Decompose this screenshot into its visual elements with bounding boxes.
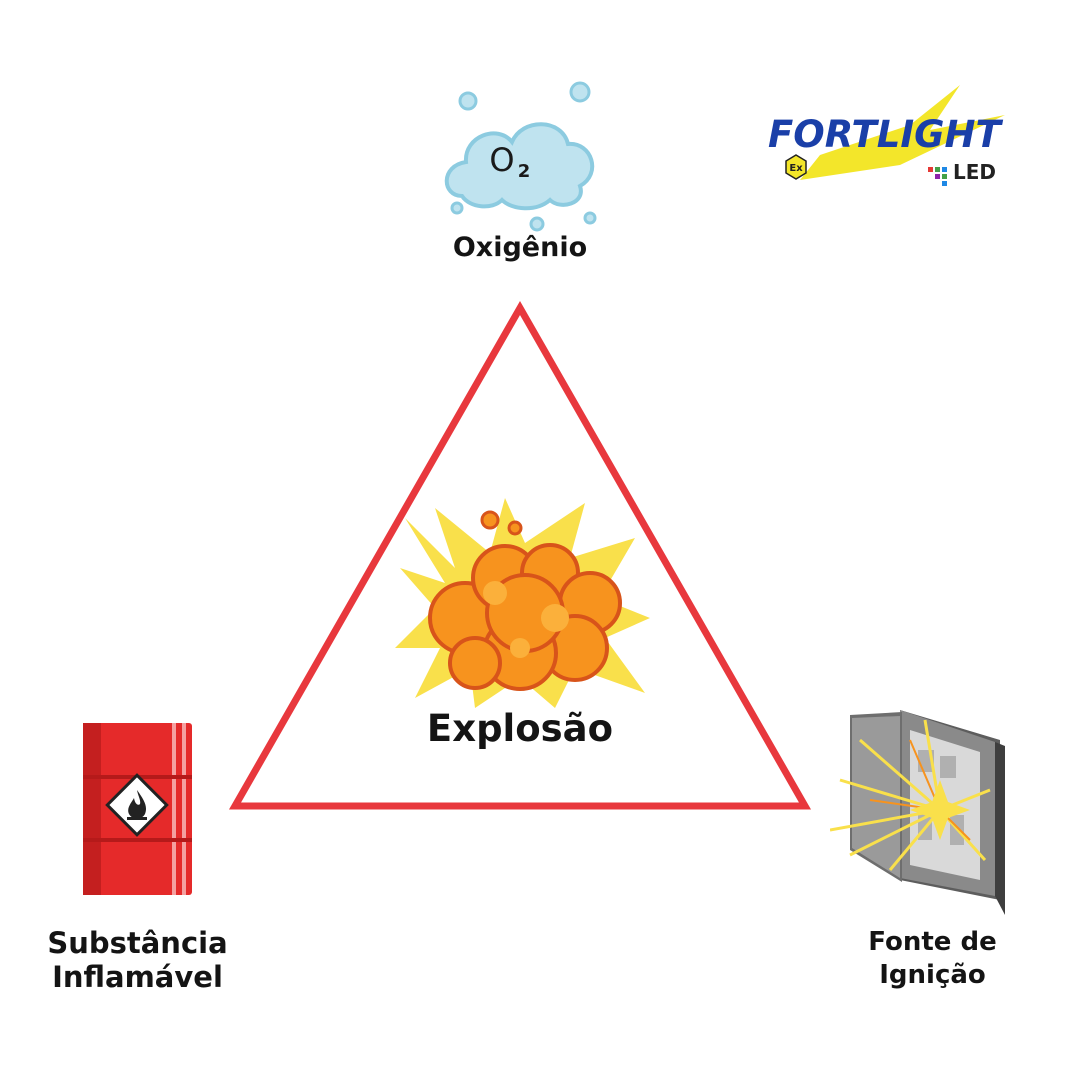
oxygen-label: Oxigênio: [452, 232, 588, 263]
explosion-icon: [395, 498, 650, 708]
oxygen-formula-letter: O: [489, 141, 514, 179]
flammable-substance-label-line2: Inflamável: [52, 960, 223, 994]
electrical-panel-icon: [830, 710, 1005, 915]
ex-hexagon-icon: [785, 154, 807, 180]
flammable-substance-label-line1: Substância: [47, 926, 228, 960]
cloud-body: [444, 122, 595, 211]
cloud-icon: O 2: [444, 81, 597, 232]
ex-mark: Ex: [789, 163, 803, 174]
led-mark: LED: [953, 160, 996, 184]
triangle-outline: [228, 300, 812, 810]
flammable-hazard-icon: [105, 773, 169, 837]
oxygen-formula-subscript: 2: [518, 161, 531, 182]
fire-triangle: [228, 300, 812, 810]
logo-lightning-bolt: [800, 85, 1005, 180]
flammable-substance-label: Substância Inflamável: [20, 926, 255, 994]
led-pixels-icon: [928, 167, 947, 186]
ignition-source-label-line2: Ignição: [879, 960, 986, 990]
ignition-source-label-line1: Fonte de: [868, 927, 997, 957]
ignition-source-label: Fonte de Ignição: [820, 926, 1045, 992]
logo-wordmark: FORTLIGHT: [768, 113, 1003, 156]
fortlight-logo: FORTLIGHT Ex LED: [768, 85, 1005, 186]
barrel-icon: [83, 723, 192, 895]
explosion-label: Explosão: [426, 707, 614, 750]
